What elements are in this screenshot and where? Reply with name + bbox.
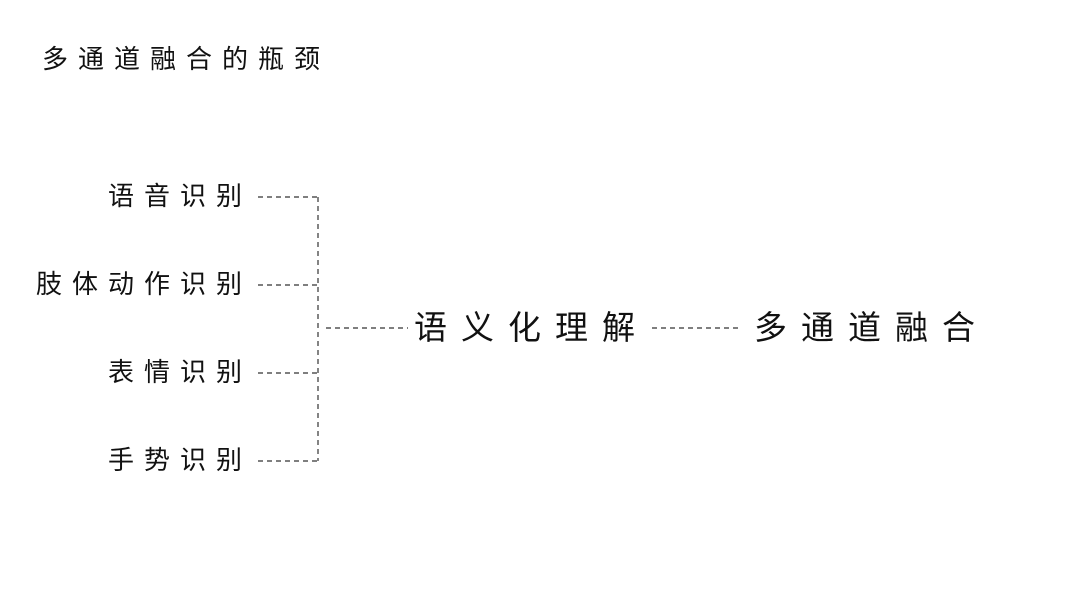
- input-gesture-recognition: 手势识别: [107, 446, 252, 476]
- middle-node-semantic-understanding: 语义化理解: [414, 308, 649, 347]
- input-body-motion-recognition: 肢体动作识别: [35, 270, 252, 300]
- diagram-title: 多通道融合的瓶颈: [42, 45, 331, 75]
- input-expression-recognition: 表情识别: [107, 358, 252, 388]
- input-speech-recognition: 语音识别: [107, 182, 252, 212]
- output-node-multichannel-fusion: 多通道融合: [754, 308, 989, 347]
